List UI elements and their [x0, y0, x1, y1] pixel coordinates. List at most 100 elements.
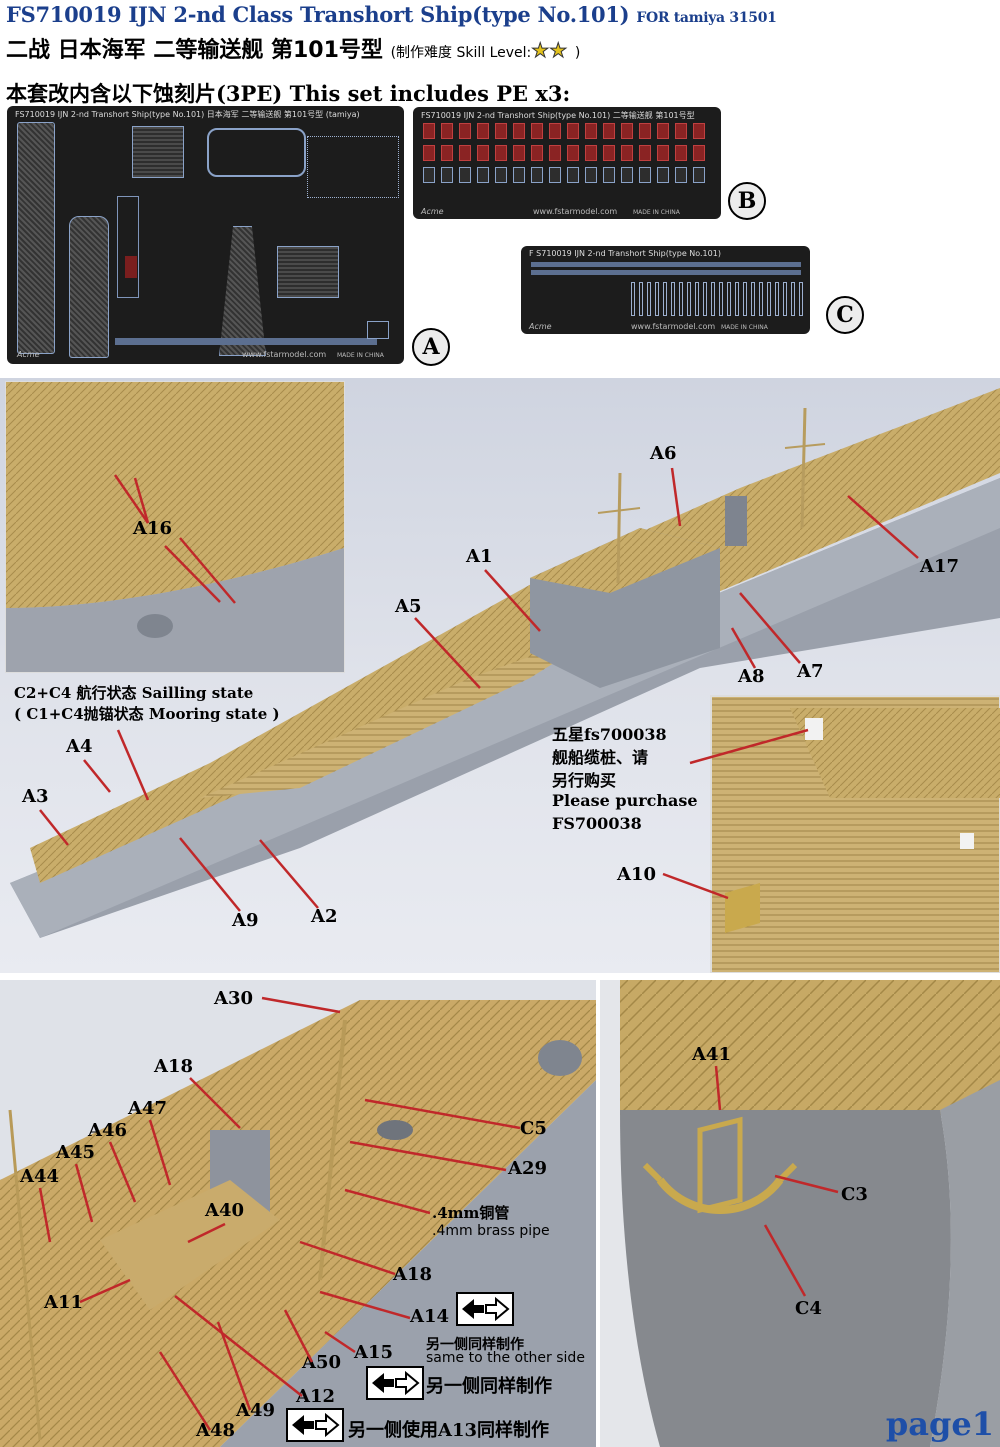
pe-part — [459, 167, 471, 183]
pe-part — [567, 145, 579, 161]
pe-part — [477, 123, 489, 139]
label-a18b: A18 — [393, 1264, 433, 1285]
pe-part — [423, 167, 435, 183]
anchor-detail-photo: A41 C3 C4 — [600, 980, 1000, 1447]
pe-part — [711, 282, 715, 316]
page-number: page1 — [885, 1405, 994, 1443]
pe-part — [621, 123, 633, 139]
pe-part — [719, 282, 723, 316]
pe-sheet-b: FS710019 IJN 2-nd Transhort Ship(type No… — [413, 107, 721, 219]
sheet-b-letter: B — [728, 182, 766, 220]
sheet-c-made: MADE IN CHINA — [721, 324, 768, 331]
sheet-b-made: MADE IN CHINA — [633, 209, 680, 216]
label-a18a: A18 — [154, 1056, 194, 1077]
pe-part — [531, 123, 543, 139]
pe-part — [423, 145, 435, 161]
label-a2: A2 — [311, 906, 338, 927]
label-a46: A46 — [88, 1120, 128, 1141]
pe-part — [657, 123, 669, 139]
pe-sheet-c: F S710019 IJN 2-nd Transhort Ship(type N… — [521, 246, 810, 334]
pe-part — [531, 145, 543, 161]
label-a5: A5 — [395, 596, 422, 617]
fs-note-cn3: 另行购买 — [552, 771, 617, 790]
label-a16: A16 — [133, 518, 173, 539]
fs-note-en1: Please purchase — [552, 791, 698, 810]
pe-part — [657, 145, 669, 161]
pe-part — [531, 167, 543, 183]
label-a17: A17 — [920, 556, 960, 577]
pe-part — [693, 145, 705, 161]
pe-part — [477, 167, 489, 183]
sheet-c-site: www.fstarmodel.com — [631, 322, 716, 331]
mirror-arrow-icon-2 — [366, 1366, 424, 1400]
title-text: FS710019 IJN 2-nd Class Transhort Ship(t… — [6, 2, 630, 27]
pe-part — [675, 123, 687, 139]
label-a49: A49 — [236, 1400, 276, 1421]
sheet-a-brand: Acme — [17, 350, 40, 359]
pe-part — [687, 282, 691, 316]
subtitle-cn: 二战 日本海军 二等输送舰 第101号型 — [6, 38, 383, 63]
pe-part — [647, 282, 651, 316]
for-kit-text: FOR tamiya 31501 — [636, 10, 777, 26]
other-side-cn: 另一侧同样制作 — [426, 1337, 524, 1353]
pe-part — [567, 123, 579, 139]
pe-part — [693, 123, 705, 139]
sailing-note: C2+C4 航行状态 Sailling state — [14, 684, 254, 702]
sheet-c-brand: Acme — [529, 322, 552, 331]
label-a30: A30 — [214, 988, 254, 1009]
sheet-a-site: www.fstarmodel.com — [242, 350, 327, 359]
pe-part — [621, 167, 633, 183]
label-a9: A9 — [232, 910, 259, 931]
label-c3: C3 — [841, 1184, 868, 1205]
main-ship-photo: A1 A2 A3 A4 A5 A6 A7 A8 A9 A10 A16 A17 C… — [0, 378, 1000, 973]
fs-note-cn2: 舰船缆桩、请 — [552, 748, 649, 767]
page-title: FS710019 IJN 2-nd Class Transhort Ship(t… — [6, 2, 777, 27]
label-a3: A3 — [22, 786, 49, 807]
pe-part — [639, 123, 651, 139]
pe-part — [639, 282, 643, 316]
other-side-en: same to the other side — [426, 1350, 585, 1366]
sheet-a-letter: A — [412, 328, 450, 366]
pe-part — [459, 145, 471, 161]
pe-part — [759, 282, 763, 316]
other-side-cn2: 另一侧同样制作 — [426, 1376, 552, 1397]
mirror-arrow-icon-3 — [286, 1408, 344, 1442]
pe-part — [441, 167, 453, 183]
other-side-a13: 另一侧使用A13同样制作 — [348, 1420, 550, 1441]
pe-part — [743, 282, 747, 316]
pe-part — [751, 282, 755, 316]
pe-part — [585, 167, 597, 183]
pe-part — [423, 123, 435, 139]
star-icon: ★ — [531, 38, 550, 63]
pe-part — [603, 167, 615, 183]
pe-part — [459, 123, 471, 139]
pe-part — [549, 167, 561, 183]
pe-part — [663, 282, 667, 316]
pe-part — [549, 123, 561, 139]
pe-part — [441, 145, 453, 161]
label-a40: A40 — [205, 1200, 245, 1221]
pe-part — [477, 145, 489, 161]
label-a29: A29 — [508, 1158, 548, 1179]
pe-part — [655, 282, 659, 316]
pe-part — [549, 145, 561, 161]
label-a15: A15 — [354, 1342, 394, 1363]
pe-part — [703, 282, 707, 316]
pe-part — [639, 145, 651, 161]
pe-part — [603, 123, 615, 139]
label-a14: A14 — [410, 1306, 450, 1327]
pe-part — [585, 145, 597, 161]
pe-part — [603, 145, 615, 161]
label-a45: A45 — [56, 1142, 96, 1163]
pe-part — [495, 123, 507, 139]
pe-part — [513, 145, 525, 161]
sheet-b-brand: Acme — [421, 207, 444, 216]
deck-detail-photo: A30 A18 A47 A46 A45 A44 A40 A11 C5 A29 .… — [0, 980, 596, 1447]
pe-part — [775, 282, 779, 316]
sheet-b-header: FS710019 IJN 2-nd Transhort Ship(type No… — [421, 111, 695, 120]
label-a11: A11 — [44, 1292, 84, 1313]
includes-text: 本套改内含以下蚀刻片(3PE) This set includes PE x3: — [6, 81, 571, 106]
pe-part — [671, 282, 675, 316]
pe-part — [679, 282, 683, 316]
pe-part — [695, 282, 699, 316]
